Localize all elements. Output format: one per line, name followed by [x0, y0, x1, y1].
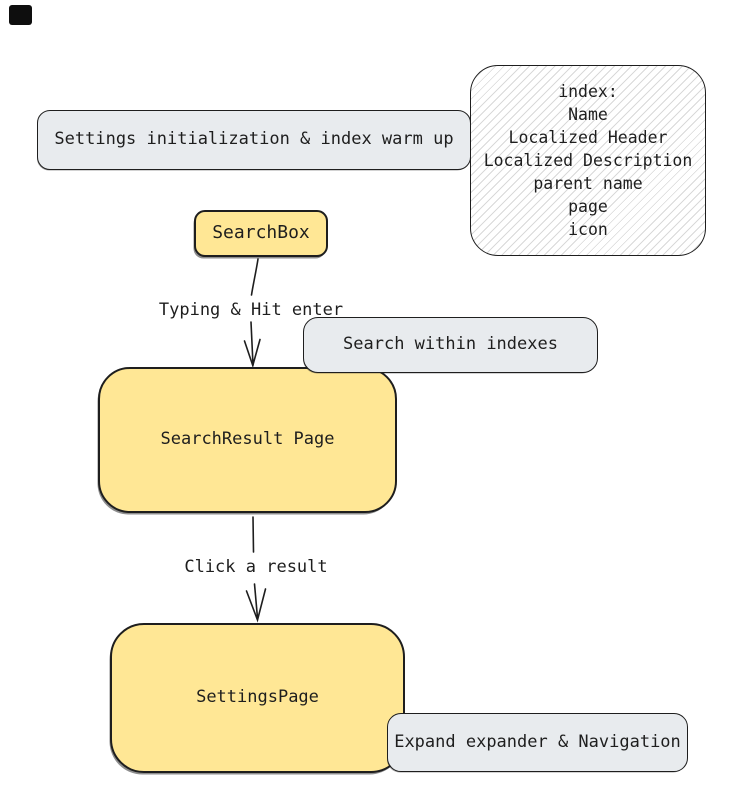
- index-note-line: Localized Description: [483, 151, 693, 170]
- arrow-click-shaft-top: [252, 516, 255, 553]
- arrow-typing-shaft-top: [250, 258, 259, 296]
- node-search-result: SearchResult Page: [98, 367, 397, 513]
- index-note-line: parent name: [533, 174, 643, 193]
- edge-label-click: Click a result: [184, 557, 328, 577]
- index-note-line: index:: [558, 82, 618, 101]
- black-marker: [9, 5, 32, 25]
- node-settings-page: SettingsPage: [110, 623, 405, 773]
- index-note-line: page: [568, 197, 608, 216]
- node-index-note: index: Name Localized Header Localized D…: [470, 65, 706, 256]
- index-note-line: Name: [568, 105, 608, 124]
- edge-label-typing: Typing & Hit enter: [158, 300, 344, 320]
- arrow-typing-shaft-bottom: [250, 321, 254, 366]
- index-note-line: Localized Header: [508, 128, 668, 147]
- arrow-typing-head: [243, 338, 261, 369]
- node-search-within: Search within indexes: [303, 317, 598, 373]
- arrow-click-shaft-bottom: [253, 583, 259, 619]
- node-expand-nav: Expand expander & Navigation: [387, 713, 688, 772]
- node-search-box: SearchBox: [194, 210, 328, 257]
- node-settings-init: Settings initialization & index warm up: [37, 110, 471, 170]
- index-note-line: icon: [568, 220, 608, 239]
- arrow-click-head: [245, 588, 267, 623]
